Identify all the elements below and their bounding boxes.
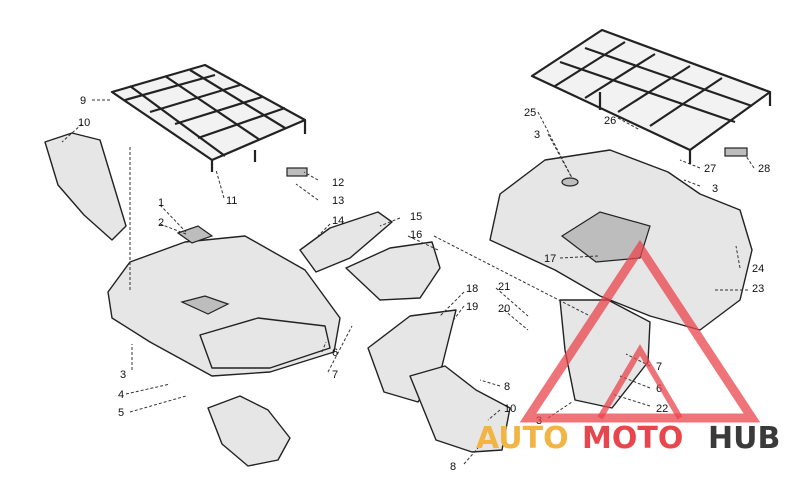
- front-fender: [107, 225, 341, 377]
- callout-9: 9: [80, 95, 86, 107]
- callout-7-left: 7: [332, 369, 338, 381]
- callout-20: 20: [498, 303, 510, 315]
- callout-3-right: 3: [712, 183, 718, 195]
- front-rack: [110, 63, 308, 177]
- callout-22: 22: [656, 403, 668, 415]
- callout-28: 28: [758, 163, 770, 175]
- rear-fender: [489, 149, 753, 331]
- mud-flap: [409, 365, 511, 453]
- rear-rack: [530, 28, 772, 164]
- callout-10: 10: [78, 117, 90, 129]
- callout-8-low: 8: [450, 461, 456, 473]
- left-side-flap: [44, 132, 127, 241]
- callout-6-left: 6: [332, 347, 338, 359]
- callout-5: 5: [118, 407, 124, 419]
- callout-17: 17: [544, 253, 556, 265]
- callout-12: 12: [332, 177, 344, 189]
- watermark-text-moto: MOTO: [582, 421, 683, 456]
- callout-27: 27: [704, 163, 716, 175]
- side-panel: [345, 241, 441, 301]
- callout-8-mid: 8: [504, 381, 510, 393]
- left-splash-panel: [367, 309, 457, 403]
- callout-10-mid: 10: [504, 403, 516, 415]
- callout-16: 16: [410, 229, 422, 241]
- callout-4: 4: [118, 389, 124, 401]
- callout-19: 19: [466, 301, 478, 313]
- watermark-logo: AUTO MOTO HUB: [476, 239, 780, 456]
- callout-1: 1: [158, 197, 164, 209]
- leader-lines: [61, 99, 755, 465]
- callout-26: 26: [604, 115, 616, 127]
- watermark-text-hub: HUB: [708, 421, 780, 456]
- callout-11: 11: [226, 195, 237, 207]
- callout-15: 15: [410, 211, 422, 223]
- callout-13: 13: [332, 195, 344, 207]
- watermark-text-auto: AUTO: [476, 421, 569, 456]
- callout-7-right: 7: [656, 361, 662, 373]
- callout-2: 2: [158, 217, 164, 229]
- callout-3-right-top: 3: [534, 129, 540, 141]
- callout-25: 25: [524, 107, 536, 119]
- watermark-triangle: [519, 239, 761, 423]
- callout-3-left: 3: [120, 369, 126, 381]
- callout-6-right: 6: [656, 383, 662, 395]
- callout-14: 14: [332, 215, 344, 227]
- small-shield: [299, 211, 393, 273]
- callout-24: 24: [752, 263, 764, 275]
- callout-18: 18: [466, 283, 478, 295]
- callout-23: 23: [752, 283, 764, 295]
- callout-21: 21: [498, 281, 510, 293]
- mount-bracket: [207, 395, 291, 467]
- callout-labels: 9 10 1 2 11 12 13 14 15 16 3 4 5 6 7 18 …: [78, 95, 770, 473]
